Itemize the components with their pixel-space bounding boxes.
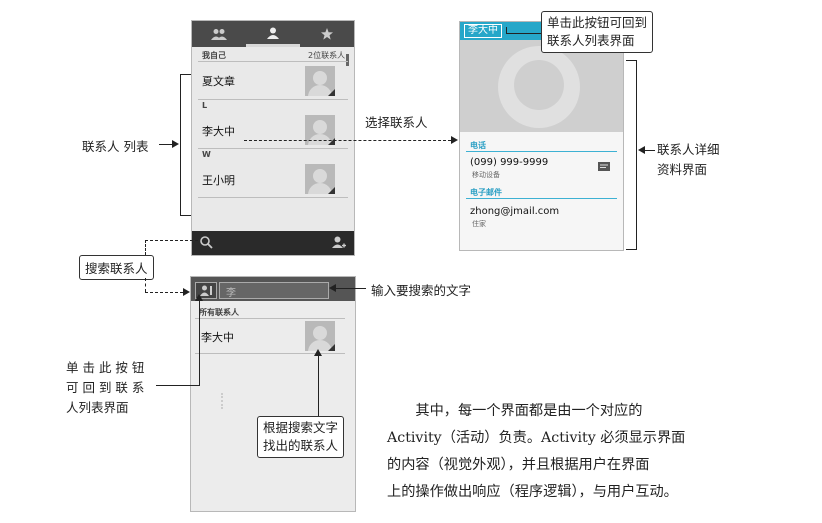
scroll-dots	[221, 393, 225, 409]
arrow-right	[183, 288, 190, 296]
tab-favorites[interactable]	[300, 21, 354, 47]
tab-bar	[192, 21, 354, 47]
divider	[198, 61, 348, 62]
search-dashed-line	[145, 240, 146, 255]
annotation-line: 找出的联系人	[263, 438, 339, 453]
add-contact-icon[interactable]	[332, 236, 346, 249]
arrow-right	[451, 136, 458, 144]
contact-list-screen: 我自己 2位联系人 夏文章 L 李大中 W 王小明	[191, 20, 355, 256]
annotation-line: 单击此按钮可回到	[547, 15, 648, 30]
connector-line	[159, 144, 172, 145]
back-button-annotation: 单击此按钮可回到 联系人列表界面	[541, 11, 654, 53]
back-left-label-3: 人列表界面	[66, 400, 129, 415]
search-dashed-line	[145, 240, 198, 241]
email-header-line	[466, 198, 617, 199]
search-bar: 李	[191, 277, 355, 301]
search-dashed-line	[145, 292, 183, 293]
email-header: 电子邮件	[470, 188, 502, 197]
paragraph-line: 上的操作做出响应（程序逻辑），与用户互动。	[387, 484, 678, 500]
back-left-label-2: 可 回 到 联 系	[66, 380, 145, 395]
arrow-left	[329, 284, 336, 292]
tab-groups[interactable]	[192, 21, 246, 47]
divider	[198, 99, 348, 100]
phone-header: 电话	[470, 141, 486, 150]
section-me: 我自己	[202, 51, 226, 60]
connector-line	[199, 300, 200, 385]
divider	[198, 197, 348, 198]
email-type: 住家	[472, 220, 486, 228]
connector-line	[336, 288, 366, 289]
section-header: W	[202, 150, 211, 159]
back-to-list-button[interactable]: 李大中	[464, 24, 502, 38]
tab-contacts[interactable]	[246, 21, 300, 47]
found-contact-annotation: 根据搜索文字 找出的联系人	[257, 416, 345, 458]
scrollbar[interactable]	[346, 54, 349, 66]
contact-count: 2位联系人	[308, 51, 346, 60]
detail-bracket	[626, 60, 637, 250]
connector-line	[156, 385, 200, 386]
person-icon	[267, 27, 279, 39]
arrow-right	[172, 140, 179, 148]
avatar	[305, 164, 335, 194]
paragraph-line: Activity（活动）负责。Activity 必须显示界面	[387, 430, 686, 446]
search-dashed-line	[145, 278, 146, 292]
divider	[198, 148, 348, 149]
annotation-line: 联系人列表界面	[547, 33, 635, 48]
list-item[interactable]: 夏文章	[192, 62, 340, 98]
contact-name: 李大中	[201, 331, 234, 344]
phone-type: 移动设备	[472, 171, 500, 179]
contact-detail-screen: 李大中 电话 (099) 999-9999 移动设备 电子邮件 zhong@jm…	[459, 21, 624, 251]
divider	[195, 353, 345, 354]
phone-header-line	[466, 151, 617, 152]
contact-list-label: 联系人 列表	[82, 139, 149, 154]
body-paragraph: 其中，每一个界面都是由一个对应的 Activity（活动）负责。Activity…	[387, 398, 747, 506]
connector-line	[645, 150, 655, 151]
list-item[interactable]: 王小明	[192, 161, 340, 197]
contact-name: 李大中	[202, 125, 235, 138]
arrow-up	[314, 349, 322, 356]
contact-name: 王小明	[202, 174, 235, 187]
list-item[interactable]: 李大中	[191, 319, 339, 353]
search-icon[interactable]	[200, 236, 213, 249]
arrow-up	[195, 294, 203, 301]
back-left-label-1: 单 击 此 按 钮	[66, 360, 145, 375]
search-query: 李	[226, 288, 236, 299]
section-header: L	[202, 101, 208, 110]
connector-line	[318, 356, 319, 416]
select-contact-label: 选择联系人	[365, 115, 428, 130]
contact-photo	[460, 40, 623, 132]
paragraph-line: 其中，每一个界面都是由一个对应的	[387, 403, 643, 419]
bottom-bar	[192, 231, 354, 255]
contact-name: 夏文章	[202, 75, 235, 88]
section-all-contacts: 所有联系人	[199, 308, 239, 317]
arrow-left	[638, 146, 645, 154]
list-item[interactable]: 李大中	[192, 112, 340, 148]
avatar	[305, 66, 335, 96]
connector-line	[506, 27, 507, 33]
search-contact-annotation: 搜索联系人	[79, 255, 154, 280]
detail-label-1: 联系人详细	[657, 142, 720, 157]
contact-list-bracket	[180, 74, 191, 216]
search-screen: 李 所有联系人 李大中	[190, 276, 356, 512]
message-icon[interactable]	[598, 162, 610, 171]
phone-number[interactable]: (099) 999-9999	[470, 157, 549, 168]
paragraph-line: 的内容（视觉外观），并且根据用户在界面	[387, 457, 650, 473]
input-search-label: 输入要搜索的文字	[371, 283, 472, 298]
connector-line	[506, 33, 541, 34]
divider	[195, 318, 345, 319]
detail-label-2: 资料界面	[657, 162, 708, 177]
avatar	[305, 321, 335, 351]
annotation-line: 根据搜索文字	[263, 420, 339, 435]
select-arrow-line	[244, 140, 451, 141]
search-input[interactable]: 李	[219, 282, 329, 299]
groups-icon	[211, 29, 227, 40]
email-address[interactable]: zhong@jmail.com	[470, 206, 560, 217]
star-icon	[321, 28, 333, 40]
